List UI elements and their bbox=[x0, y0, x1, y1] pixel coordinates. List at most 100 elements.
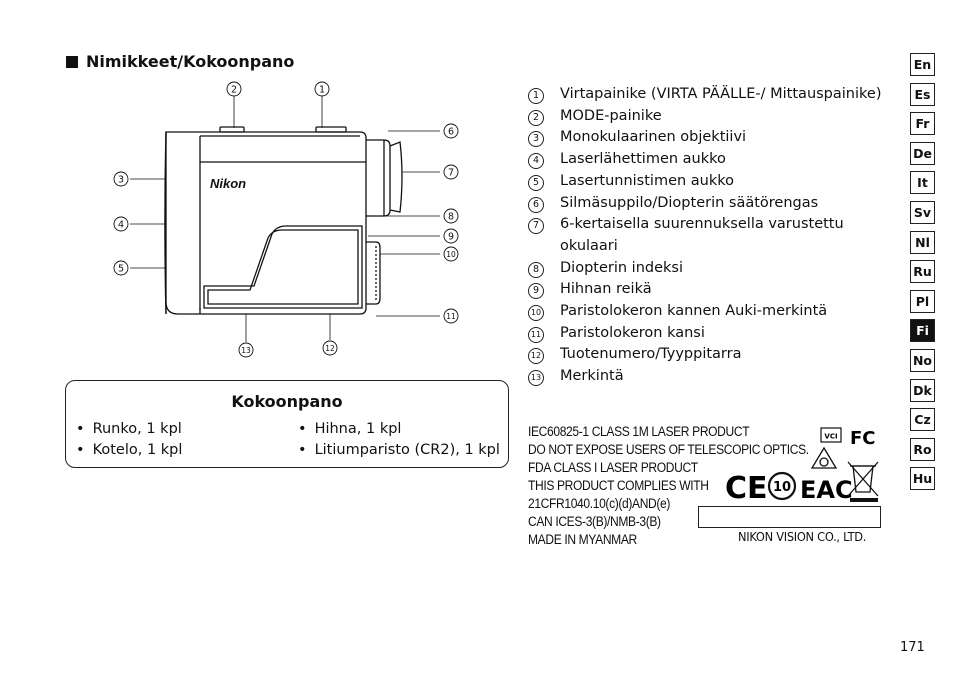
item-number: 11 bbox=[528, 326, 544, 343]
heading-text: Nimikkeet/Kokoonpano bbox=[86, 52, 295, 71]
heading-square-icon bbox=[66, 55, 78, 68]
section-heading: Nimikkeet/Kokoonpano bbox=[66, 52, 294, 71]
contents-item: Runko, 1 kpl bbox=[76, 421, 182, 437]
callout-7: 7 bbox=[443, 164, 459, 180]
contents-item: Kotelo, 1 kpl bbox=[76, 442, 183, 458]
item-number: 12 bbox=[528, 348, 544, 365]
language-tab-it[interactable]: It bbox=[910, 171, 935, 195]
callout-13: 13 bbox=[238, 342, 254, 358]
svg-text:EAC: EAC bbox=[800, 476, 853, 504]
fcc-mark-icon: FC bbox=[850, 428, 876, 449]
item-number: 9 bbox=[528, 283, 544, 300]
item-number: 4 bbox=[528, 153, 544, 170]
language-tab-ru[interactable]: Ru bbox=[910, 260, 935, 284]
weee-bin-icon bbox=[847, 461, 879, 502]
language-tab-sv[interactable]: Sv bbox=[910, 200, 935, 224]
svg-text:13: 13 bbox=[241, 346, 251, 355]
language-tab-fi[interactable]: Fi bbox=[910, 319, 935, 343]
svg-text:9: 9 bbox=[448, 232, 454, 243]
language-tabs: En Es Fr De It Sv Nl Ru Pl Fi No Dk Cz R… bbox=[910, 53, 935, 497]
callout-12: 12 bbox=[322, 340, 338, 356]
callout-2: 2 bbox=[226, 81, 242, 97]
language-tab-ro[interactable]: Ro bbox=[910, 437, 935, 461]
ce-mark-icon: CE bbox=[725, 471, 768, 504]
language-tab-nl[interactable]: Nl bbox=[910, 230, 935, 254]
item-number: 3 bbox=[528, 131, 544, 148]
body-outline bbox=[165, 131, 367, 315]
callout-1: 1 bbox=[314, 81, 330, 97]
svg-text:11: 11 bbox=[446, 312, 456, 321]
svg-text:VCI: VCI bbox=[824, 433, 837, 441]
item-number: 8 bbox=[528, 261, 544, 278]
power-button-shape bbox=[315, 126, 347, 133]
svg-text:6: 6 bbox=[448, 127, 454, 138]
language-tab-cz[interactable]: Cz bbox=[910, 408, 935, 432]
language-tab-es[interactable]: Es bbox=[910, 82, 935, 106]
svg-text:10: 10 bbox=[446, 250, 456, 259]
page-number: 171 bbox=[900, 640, 925, 655]
rcm-mark-icon bbox=[810, 446, 838, 469]
item-number: 1 bbox=[528, 88, 544, 104]
item-number: 10 bbox=[528, 305, 544, 322]
language-tab-en[interactable]: En bbox=[910, 53, 935, 76]
item-number: 2 bbox=[528, 109, 544, 126]
svg-text:3: 3 bbox=[118, 175, 124, 186]
compliance-line: THIS PRODUCT COMPLIES WITH bbox=[528, 478, 709, 493]
eyepiece bbox=[366, 139, 391, 217]
compliance-line: DO NOT EXPOSE USERS OF TELESCOPIC OPTICS… bbox=[528, 442, 809, 457]
manufacturer-name: NIKON VISION CO., LTD. bbox=[738, 529, 867, 544]
compliance-line: FDA CLASS I LASER PRODUCT bbox=[528, 460, 698, 475]
contents-item: Hihna, 1 kpl bbox=[298, 421, 402, 437]
item-number: 6 bbox=[528, 196, 544, 213]
contents-box: Kokoonpano Runko, 1 kpl Hihna, 1 kpl Kot… bbox=[65, 380, 509, 468]
diopter-ring bbox=[366, 241, 381, 305]
svg-text:7: 7 bbox=[448, 168, 454, 179]
compliance-line: 21CFR1040.10(c)(d)AND(e) bbox=[528, 496, 671, 511]
item-number: 5 bbox=[528, 174, 544, 191]
compliance-label: IEC60825-1 CLASS 1M LASER PRODUCT DO NOT… bbox=[528, 423, 809, 549]
certification-marks: VCI FC CE 10 EAC bbox=[725, 427, 879, 504]
contents-item: Litiumparisto (CR2), 1 kpl bbox=[298, 442, 500, 458]
svg-text:4: 4 bbox=[118, 220, 124, 231]
contents-title: Kokoonpano bbox=[231, 392, 343, 411]
mode-button-shape bbox=[219, 126, 245, 133]
compliance-line: MADE IN MYANMAR bbox=[528, 532, 637, 547]
svg-text:2: 2 bbox=[231, 85, 237, 96]
compliance-line: CAN ICES-3(B)/NMB-3(B) bbox=[528, 514, 661, 529]
language-tab-de[interactable]: De bbox=[910, 141, 935, 165]
svg-text:10: 10 bbox=[773, 480, 791, 495]
language-tab-hu[interactable]: Hu bbox=[910, 467, 935, 491]
language-tab-pl[interactable]: Pl bbox=[910, 289, 935, 313]
callout-11: 11 bbox=[443, 308, 459, 324]
language-tab-dk[interactable]: Dk bbox=[910, 378, 935, 402]
eac-mark-icon: EAC bbox=[800, 476, 853, 504]
compliance-line: IEC60825-1 CLASS 1M LASER PRODUCT bbox=[528, 424, 750, 439]
svg-text:5: 5 bbox=[118, 264, 124, 275]
brand-logo: Nikon bbox=[210, 176, 246, 191]
callout-3: 3 bbox=[113, 171, 129, 187]
svg-text:12: 12 bbox=[325, 344, 335, 353]
svg-text:8: 8 bbox=[448, 212, 454, 223]
language-tab-no[interactable]: No bbox=[910, 348, 935, 372]
callout-6: 6 bbox=[443, 123, 459, 139]
svg-text:1: 1 bbox=[319, 85, 325, 96]
environment-period-icon: 10 bbox=[767, 471, 797, 501]
serial-number-box bbox=[698, 506, 881, 528]
callout-9: 9 bbox=[443, 228, 459, 244]
grip-panel bbox=[203, 225, 363, 309]
language-tab-fr[interactable]: Fr bbox=[910, 112, 935, 136]
svg-text:CE: CE bbox=[725, 471, 768, 504]
